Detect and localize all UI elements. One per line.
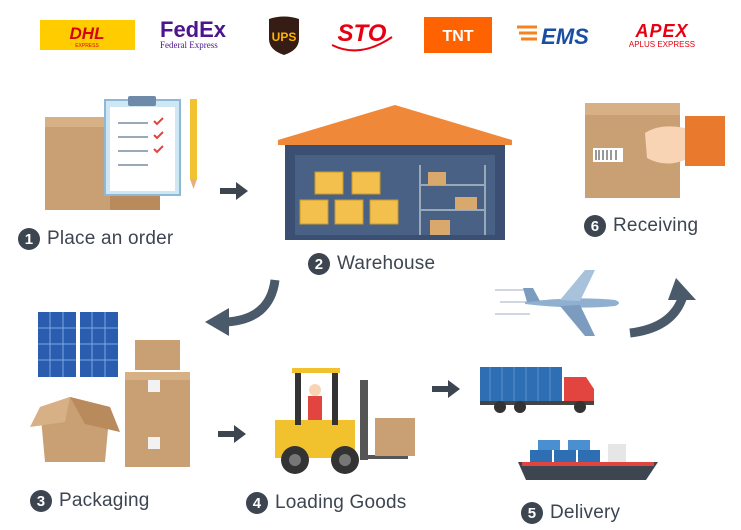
fedex-logo-text: FedEx <box>160 17 227 42</box>
order-illustration <box>45 96 197 210</box>
step-number-badge: 2 <box>308 253 330 275</box>
tnt-logo-text: TNT <box>442 28 473 45</box>
step-warehouse: 2 Warehouse <box>308 253 435 275</box>
arrow-right-icon <box>432 380 460 398</box>
step-label: Receiving <box>613 215 699 236</box>
tnt-logo: TNT <box>424 14 492 56</box>
dhl-logo: DHL EXPRESS <box>40 14 135 56</box>
step-label: Warehouse <box>337 253 436 274</box>
step-number-badge: 5 <box>521 502 543 524</box>
warehouse-illustration <box>278 105 512 240</box>
step-label: Delivery <box>550 502 621 523</box>
arrow-right-icon <box>218 425 246 443</box>
ups-logo-text: UPS <box>272 30 297 44</box>
step-receiving: 6 Receiving <box>584 215 698 237</box>
apex-logo: APEX APLUS EXPRESS <box>628 20 696 49</box>
arrow-right-icon <box>220 182 248 200</box>
ems-logo: EMS <box>515 14 595 56</box>
ship-icon <box>518 440 658 480</box>
sto-logo: STO <box>330 14 395 56</box>
packaging-illustration <box>30 312 190 467</box>
step-label: Loading Goods <box>275 492 407 513</box>
airplane-icon <box>495 270 619 336</box>
receiving-illustration <box>585 103 725 198</box>
step-place-an-order: 1 Place an order <box>18 228 173 250</box>
step-number-badge: 3 <box>30 490 52 512</box>
step-number-badge: 6 <box>584 215 606 237</box>
curved-arrow-up-right-icon <box>629 278 696 338</box>
step-packaging: 3 Packaging <box>30 490 150 512</box>
dhl-logo-text: DHL <box>70 24 105 43</box>
truck-icon <box>480 367 594 413</box>
step-label: Packaging <box>59 490 150 511</box>
forklift-illustration <box>275 368 415 474</box>
step-delivery: 5 Delivery <box>521 502 620 524</box>
apex-logo-text: APEX <box>635 20 689 41</box>
svg-text:EXPRESS: EXPRESS <box>75 43 99 49</box>
ems-logo-text: EMS <box>541 24 589 49</box>
curved-arrow-down-left-icon <box>205 279 280 336</box>
step-number-badge: 1 <box>18 228 40 250</box>
fedex-logo: FedEx Federal Express <box>160 17 227 51</box>
ups-logo: UPS <box>265 14 303 56</box>
sto-logo-text: STO <box>338 20 387 47</box>
step-label: Place an order <box>47 228 174 249</box>
step-loading-goods: 4 Loading Goods <box>246 492 406 514</box>
step-number-badge: 4 <box>246 492 268 514</box>
